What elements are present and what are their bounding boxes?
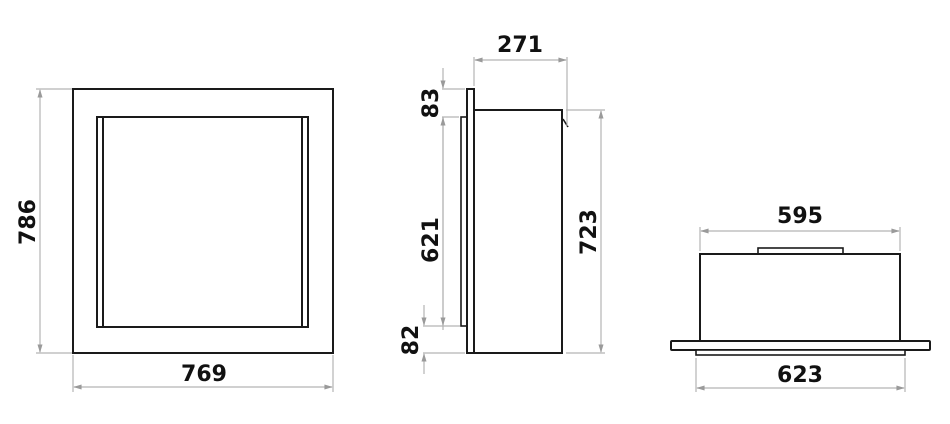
side-front-panel bbox=[466, 88, 475, 354]
dimension-top-offset-83: 83 bbox=[419, 68, 465, 330]
dimension-depth-271: 271 bbox=[473, 33, 568, 126]
dimension-label: 82 bbox=[399, 325, 424, 356]
dimension-label: 271 bbox=[497, 33, 543, 58]
dimension-opening-621: 621 bbox=[419, 117, 446, 326]
dimension-body-height-723: 723 bbox=[566, 109, 605, 354]
top-view-flange bbox=[670, 340, 931, 351]
dimension-flange-width-623: 623 bbox=[695, 358, 906, 392]
dimension-label: 621 bbox=[419, 217, 444, 263]
dimension-label: 723 bbox=[577, 209, 602, 255]
dimension-body-width-595: 595 bbox=[699, 204, 901, 251]
dimension-height-786: 786 bbox=[16, 88, 72, 354]
top-view-bottom-plate bbox=[695, 349, 906, 356]
side-body bbox=[473, 109, 563, 354]
dimension-width-769: 769 bbox=[72, 355, 334, 392]
top-view-body bbox=[699, 253, 901, 342]
dimension-label: 595 bbox=[777, 204, 823, 229]
front-inner-opening bbox=[96, 116, 309, 328]
dimension-label: 786 bbox=[16, 199, 41, 245]
dimension-bottom-offset-82: 82 bbox=[399, 305, 465, 374]
front-view: 786 769 bbox=[16, 88, 334, 392]
top-view: 595 623 bbox=[670, 204, 931, 392]
dimension-label: 83 bbox=[419, 88, 444, 119]
dimension-label: 623 bbox=[777, 363, 823, 388]
dimension-label: 769 bbox=[181, 362, 227, 387]
side-view: 271 83 621 82 723 bbox=[399, 33, 605, 374]
